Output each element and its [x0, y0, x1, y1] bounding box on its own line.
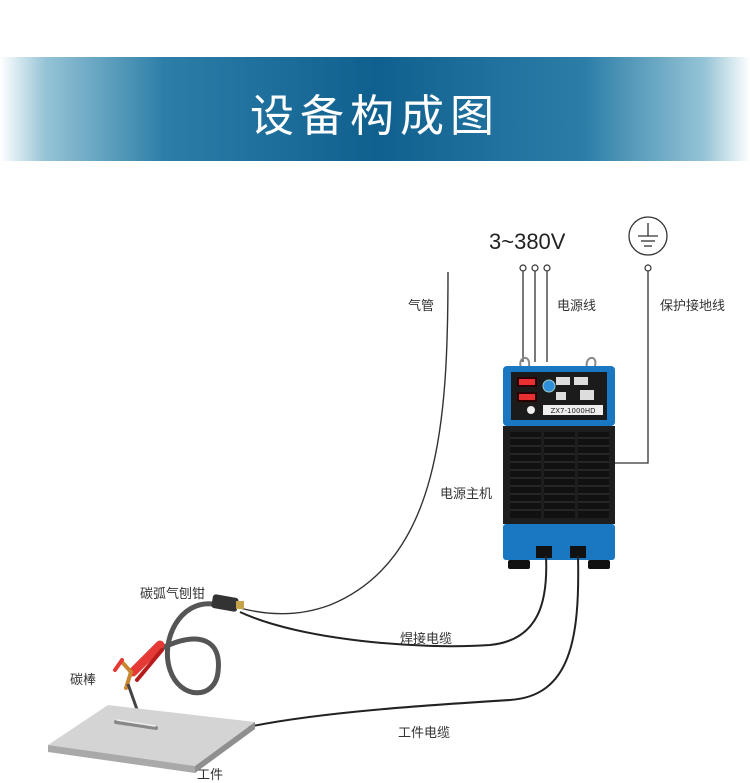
ground-symbol-icon [628, 216, 668, 256]
gouging-torch-label: 碳弧气刨钳 [140, 586, 205, 602]
torch-hose [159, 601, 221, 696]
torch-connector [211, 594, 244, 612]
main-unit: ZX7-1000HD [503, 357, 615, 569]
power-terminals [519, 264, 652, 272]
voltage-label: 3~380V [489, 229, 566, 254]
model-label: ZX7-1000HD [550, 407, 595, 415]
main-unit-label: 电源主机 [440, 487, 492, 502]
gas-pipe-label: 气管 [408, 298, 434, 314]
control-knob [542, 379, 556, 393]
power-cable-label: 电源线 [557, 299, 596, 314]
page-title: 设备构成图 [250, 91, 500, 142]
gas-pipe [239, 271, 449, 615]
ground-wire-label: 保护接地线 [660, 298, 725, 314]
title-banner [0, 57, 750, 161]
carbon-rod-label: 碳棒 [70, 673, 96, 688]
work-cable-label: 工件电缆 [398, 725, 450, 741]
workpiece-label: 工件 [197, 768, 223, 783]
work-cable [247, 555, 580, 728]
workpiece [48, 705, 255, 773]
ground-wire [612, 271, 649, 464]
power-cable [522, 271, 548, 362]
gouging-torch [113, 640, 165, 690]
welding-cable [239, 555, 548, 648]
welding-cable-label: 焊接电缆 [400, 631, 452, 647]
